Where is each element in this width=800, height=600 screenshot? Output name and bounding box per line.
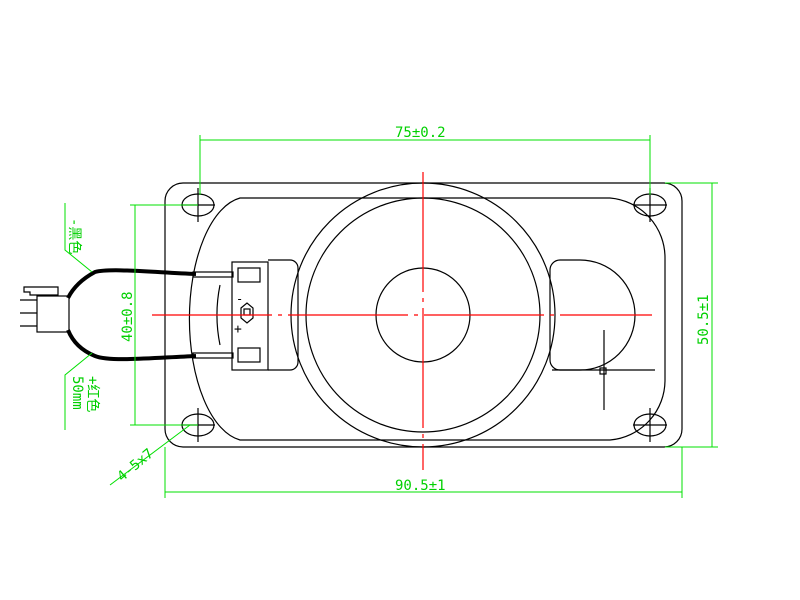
- label-positive-wire: +红色: [84, 376, 101, 412]
- dim-40: 40±0.8: [120, 291, 136, 342]
- frame-basket-outline: [188, 197, 666, 441]
- right-centerline: [552, 330, 655, 410]
- dim-75: 75±0.2: [395, 125, 446, 141]
- label-wire-length: 50mm: [69, 376, 85, 410]
- terminal-plus: +: [234, 322, 242, 337]
- terminal-block: [192, 261, 269, 371]
- centerlines: [152, 172, 652, 470]
- right-cutout: [549, 259, 636, 371]
- dim-holes: 4-5x7: [114, 446, 157, 485]
- terminal-minus: -: [236, 292, 243, 306]
- label-negative-wire: -黑色: [66, 218, 83, 254]
- wire-positive: [66, 329, 197, 362]
- connector: [20, 286, 70, 333]
- wire-negative: [66, 268, 197, 299]
- dimension-lines: [64, 135, 718, 498]
- dim-90-5: 90.5±1: [395, 478, 446, 494]
- dim-50-5: 50.5±1: [696, 294, 712, 345]
- right-marker: [599, 367, 607, 375]
